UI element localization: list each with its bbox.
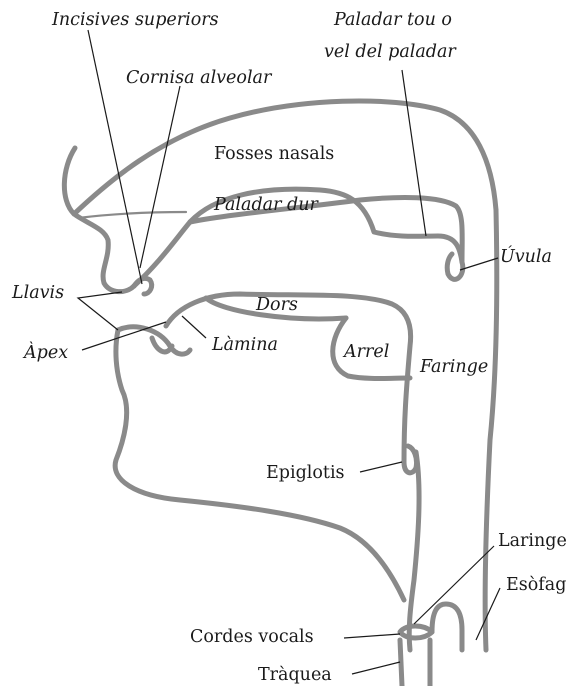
label-incisives-superiors: Incisives superiors [51,10,219,30]
leader-traquea [352,662,400,674]
label-llavis: Llavis [11,283,64,303]
label-cornisa-alveolar: Cornisa alveolar [126,68,273,88]
pharynx-back-wall [485,210,497,650]
trachea [400,640,430,686]
anatomy [64,101,496,686]
jaw-outline [115,330,404,600]
label-cordes-vocals: Cordes vocals [190,627,314,647]
label-faringe: Faringe [419,357,488,377]
label-dors: Dors [255,295,298,315]
leader-esofag [476,588,500,640]
label-lamina: Làmina [211,335,278,355]
label-apex: Àpex [22,342,68,363]
leader-cordes-vocals [344,634,400,638]
leader-epiglotis [360,462,402,472]
label-fosses-nasals: Fosses nasals [214,144,334,164]
tongue [166,294,417,473]
leader-llavis [78,292,122,330]
label-arrel: Arrel [342,342,389,362]
label-paladar-tou-line1: Paladar tou o [333,10,452,30]
label-esofag: Esòfag [506,575,566,595]
upper-lip [78,212,186,218]
esophagus-tip [432,604,462,650]
leader-laringe [414,546,494,624]
leader-lamina [182,316,206,338]
label-paladar-tou-line2: vel del paladar [324,42,457,62]
label-laringe: Laringe [498,531,567,551]
label-epiglotis: Epiglotis [266,463,345,483]
upper-incisor [134,278,152,294]
label-traquea: Tràquea [258,665,332,685]
label-paladar-dur: Paladar dur [213,195,319,215]
leader-uvula [460,258,498,270]
vocal-cords [400,626,432,638]
label-uvula: Úvula [500,246,552,267]
leader-lines [78,30,500,674]
leader-paladar-tou [402,70,426,236]
